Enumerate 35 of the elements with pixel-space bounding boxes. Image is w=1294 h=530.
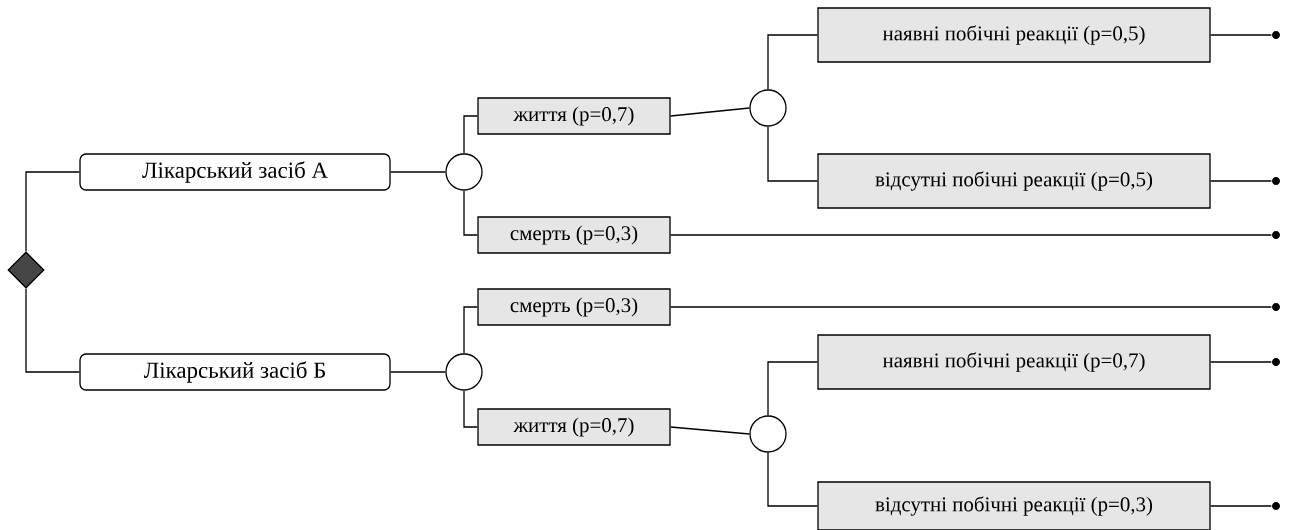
connector <box>1210 180 1272 182</box>
connector <box>670 306 1272 308</box>
option-box: Лікарський засіб Б <box>79 353 391 391</box>
connector <box>767 34 818 90</box>
connector <box>767 361 818 416</box>
connector <box>25 171 80 252</box>
outcome-box: наявні побічні реакції (p=0,7) <box>817 334 1211 390</box>
connector <box>463 115 478 154</box>
connector <box>463 190 478 236</box>
chance-circle <box>749 415 787 453</box>
connector <box>463 390 478 428</box>
connector <box>390 171 446 173</box>
connector <box>25 288 80 373</box>
outcome-box: відсутні побічні реакції (p=0,5) <box>817 153 1211 209</box>
outcome-box: життя (p=0,7) <box>477 97 671 135</box>
outcome-box: смерть (p=0,3) <box>477 288 671 326</box>
connector <box>670 107 750 117</box>
connector <box>390 371 446 373</box>
diamond-marker <box>7 251 45 289</box>
chance-circle <box>749 89 787 127</box>
option-box: Лікарський засіб А <box>79 153 391 191</box>
connector <box>463 306 478 354</box>
outcome-box: наявні побічні реакції (p=0,5) <box>817 7 1211 63</box>
connector <box>670 234 1272 236</box>
connector <box>1210 361 1272 363</box>
outcome-box: життя (p=0,7) <box>477 408 671 446</box>
chance-circle <box>445 153 483 191</box>
connector <box>767 452 818 507</box>
outcome-box: відсутні побічні реакції (p=0,3) <box>817 481 1211 530</box>
connector <box>1210 505 1272 507</box>
connector <box>1210 34 1272 36</box>
chance-circle <box>445 353 483 391</box>
connector <box>670 426 750 435</box>
outcome-box: смерть (p=0,3) <box>477 216 671 254</box>
connector <box>767 126 818 182</box>
